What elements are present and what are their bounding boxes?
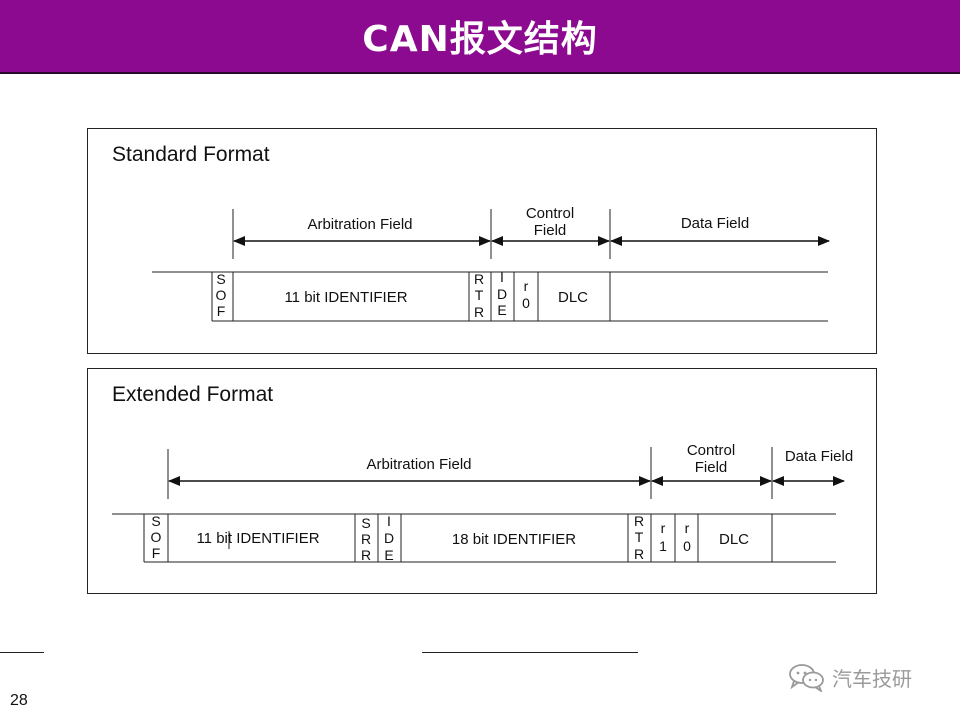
chat-bubbles-icon <box>789 664 824 692</box>
svg-text:r: r <box>524 278 529 294</box>
standard-format-diagram: Standard Format Arbitration Field Contro… <box>112 143 830 322</box>
svg-text:S: S <box>151 513 160 529</box>
standard-format-panel: Standard Format Arbitration Field Contro… <box>87 128 877 354</box>
watermark-text: 汽车技研 <box>832 666 912 691</box>
svg-text:I: I <box>500 269 504 285</box>
svg-text:D: D <box>384 530 394 546</box>
standard-control-label-1: Control <box>526 205 574 222</box>
svg-text:I: I <box>387 513 391 529</box>
svg-text:R: R <box>634 513 644 529</box>
svg-text:0: 0 <box>683 538 691 554</box>
svg-text:1: 1 <box>659 538 667 554</box>
standard-data-label: Data Field <box>681 215 749 232</box>
standard-control-label-2: Field <box>534 222 567 239</box>
standard-dlc-field: DLC <box>558 289 588 306</box>
svg-text:R: R <box>361 547 371 563</box>
extended-identifier-18-field: 18 bit IDENTIFIER <box>452 531 576 548</box>
extended-format-diagram: Extended Format Arbitration Field Contro… <box>112 383 853 563</box>
svg-text:S: S <box>361 515 370 531</box>
extended-r1-bit: r 1 <box>659 520 667 554</box>
svg-text:R: R <box>474 271 484 287</box>
svg-text:R: R <box>474 304 484 320</box>
svg-text:T: T <box>475 287 484 303</box>
svg-text:E: E <box>497 302 506 318</box>
svg-text:E: E <box>384 547 393 563</box>
footer-rule-left <box>0 652 44 653</box>
extended-ide-bit: I D E <box>384 513 394 563</box>
watermark: 汽车技研 <box>788 662 912 692</box>
extended-arbitration-label: Arbitration Field <box>366 456 471 473</box>
standard-identifier-field: 11 bit IDENTIFIER <box>284 289 407 306</box>
extended-sof-bit: S O F <box>151 513 162 561</box>
extended-format-panel: Extended Format Arbitration Field Contro… <box>87 368 877 594</box>
svg-text:F: F <box>217 303 226 319</box>
svg-text:r: r <box>661 520 666 536</box>
extended-dlc-field: DLC <box>719 531 749 548</box>
standard-rtr-bit: R T R <box>474 271 484 320</box>
svg-text:R: R <box>361 531 371 547</box>
standard-sof-bit: S O F <box>216 271 227 319</box>
svg-text:r: r <box>685 520 690 536</box>
extended-data-label: Data Field <box>785 448 853 465</box>
page-number: 28 <box>10 692 28 709</box>
extended-r0-bit: r 0 <box>683 520 691 554</box>
extended-srr-bit: S R R <box>361 515 371 563</box>
svg-text:F: F <box>152 545 161 561</box>
extended-format-title: Extended Format <box>112 383 273 406</box>
svg-text:O: O <box>151 529 162 545</box>
svg-text:0: 0 <box>522 295 530 311</box>
standard-ide-bit: I D E <box>497 269 507 318</box>
extended-control-label-2: Field <box>695 459 728 476</box>
title-bar: CAN报文结构 <box>0 0 960 74</box>
standard-arbitration-label: Arbitration Field <box>307 216 412 233</box>
svg-text:O: O <box>216 287 227 303</box>
slide-title: CAN报文结构 <box>362 19 598 60</box>
extended-identifier-11-field: 11 bit IDENTIFIER <box>196 530 319 547</box>
standard-format-title: Standard Format <box>112 143 270 166</box>
extended-control-label-1: Control <box>687 442 735 459</box>
standard-r0-bit: r 0 <box>522 278 530 311</box>
footer-rule-right <box>422 652 638 653</box>
svg-text:D: D <box>497 286 507 302</box>
svg-text:T: T <box>635 529 644 545</box>
svg-text:S: S <box>216 271 225 287</box>
extended-rtr-bit: R T R <box>634 513 644 562</box>
svg-text:R: R <box>634 546 644 562</box>
